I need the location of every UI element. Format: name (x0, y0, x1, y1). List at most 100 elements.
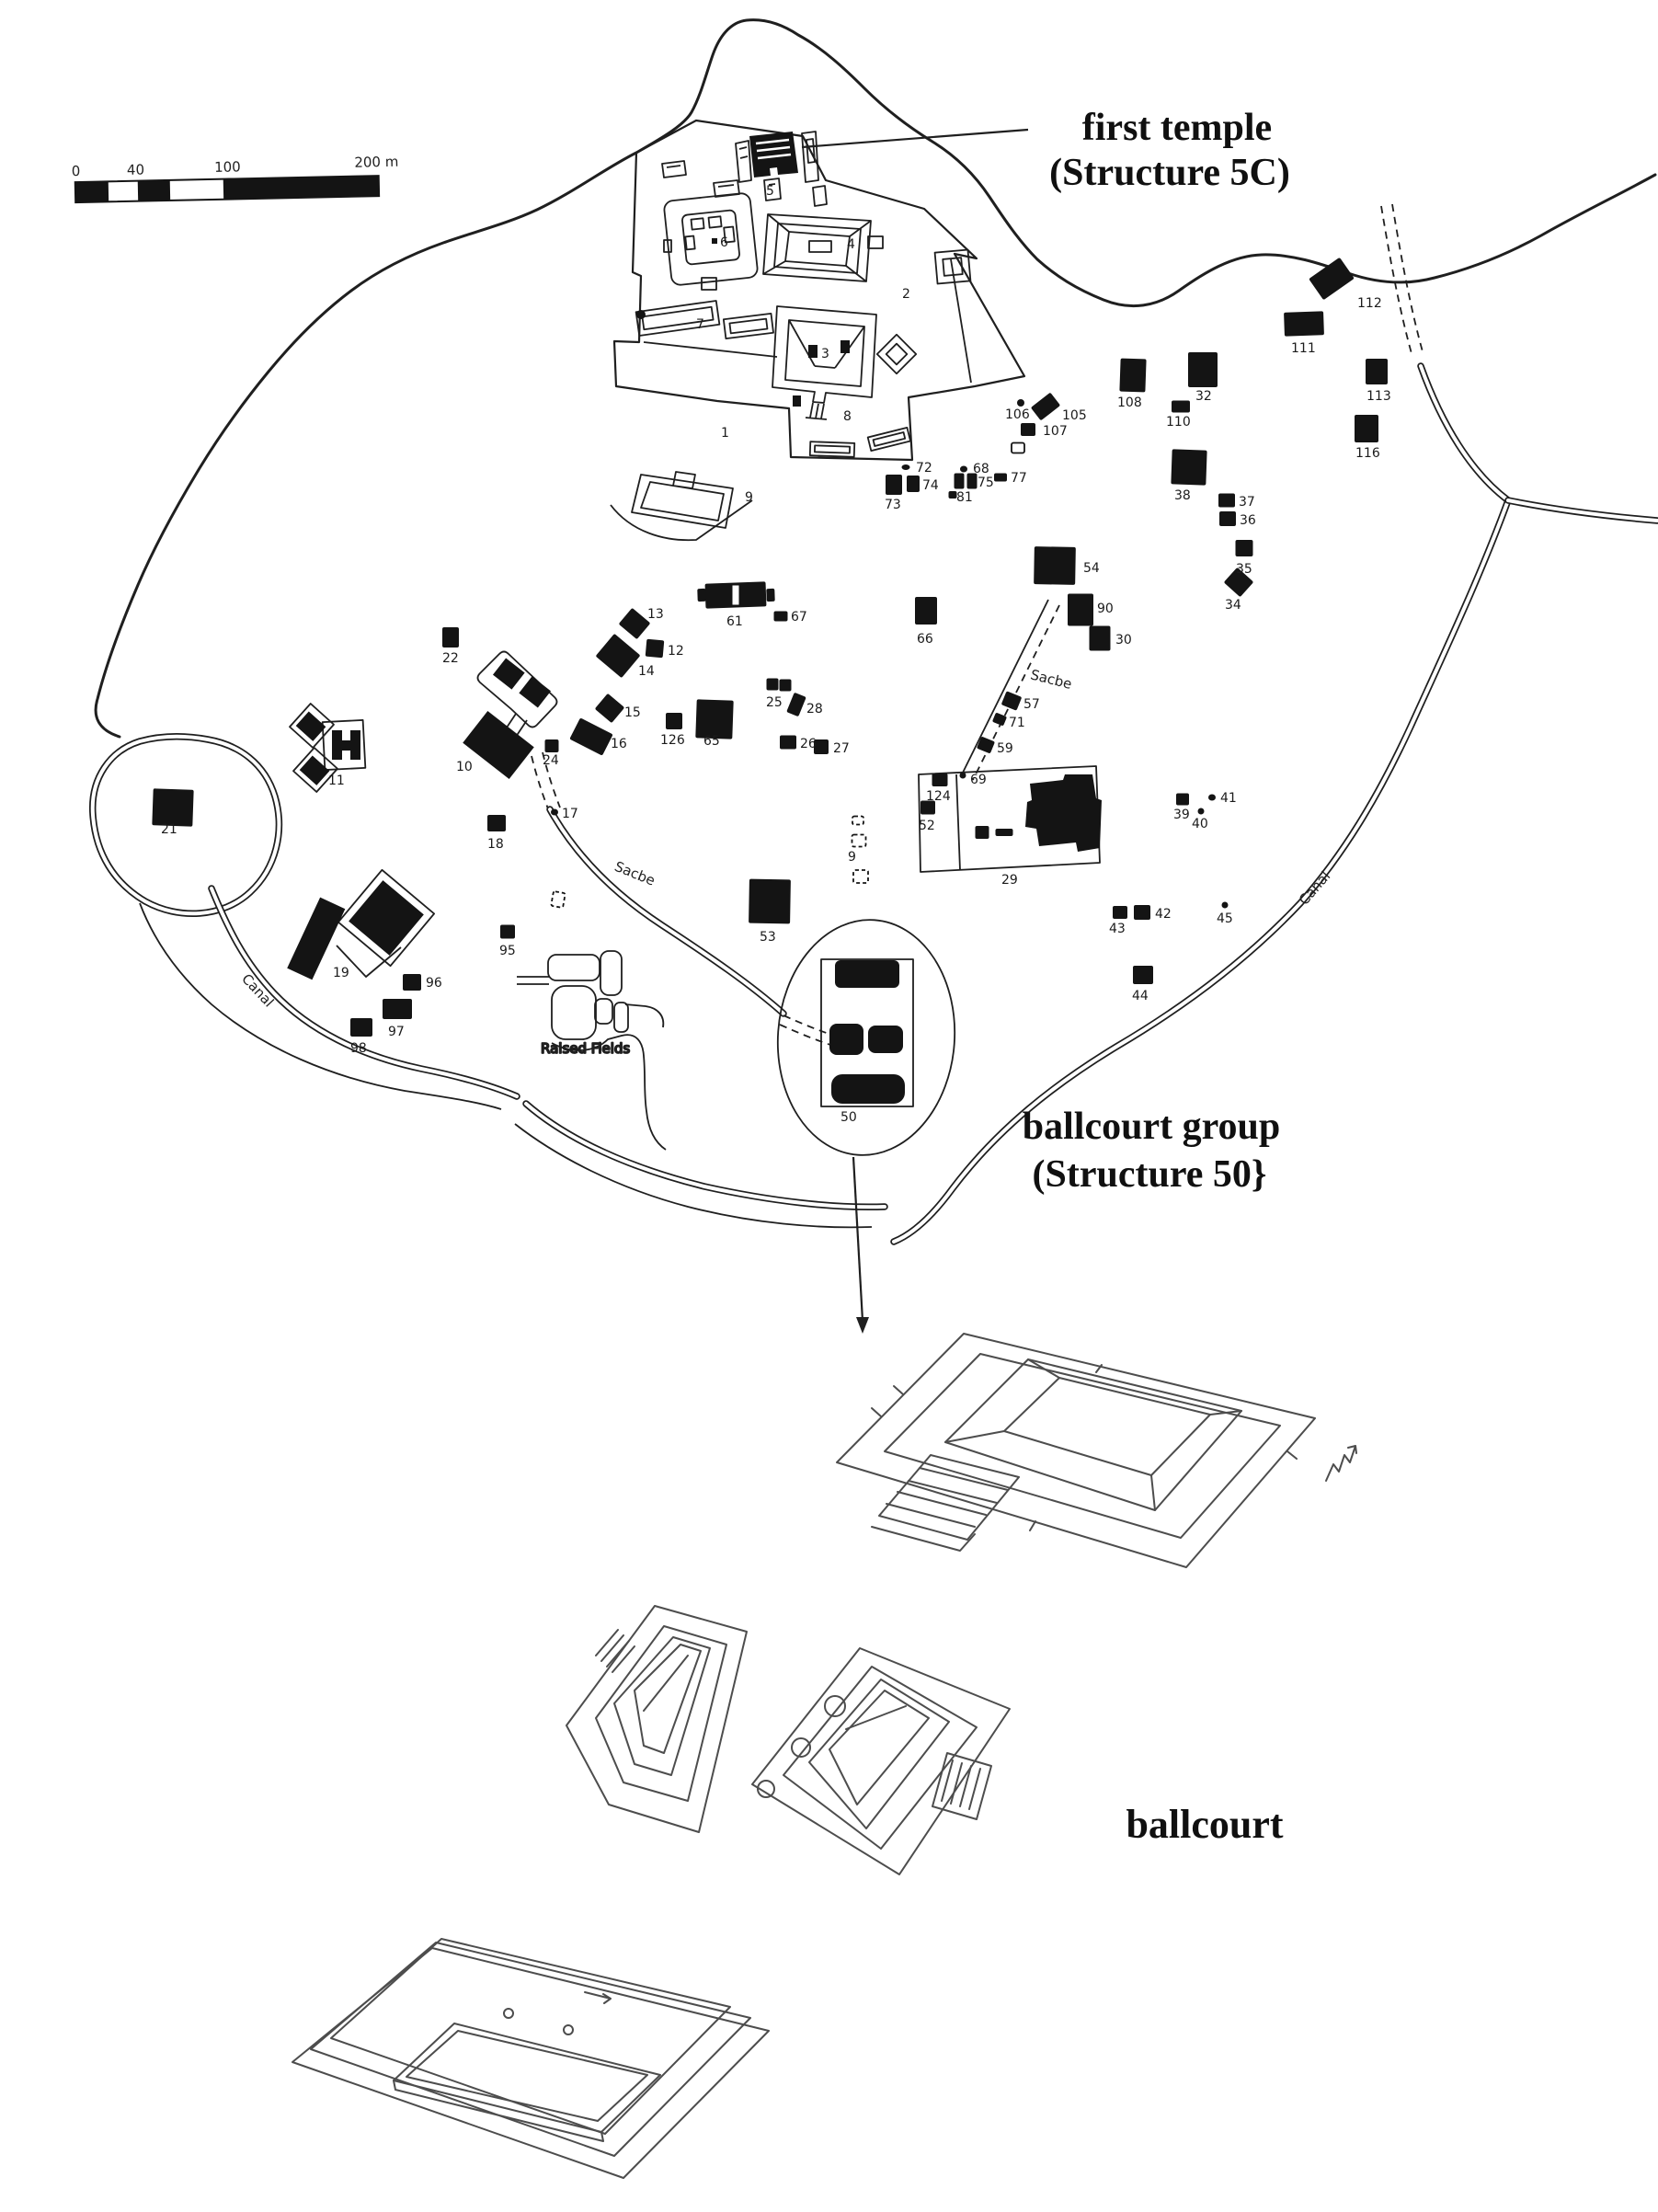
structure-71 (992, 713, 1007, 726)
structure-label-66: 66 (917, 632, 933, 647)
structure-105 (1031, 393, 1060, 420)
structure-116 (1355, 415, 1378, 442)
structure-label-124: 124 (926, 789, 951, 804)
structure-label-2: 2 (902, 287, 910, 302)
structure-label-38: 38 (1174, 488, 1191, 503)
shoreline-west (139, 902, 502, 1110)
structure-label-52: 52 (919, 819, 935, 833)
structure-label-106: 106 (1005, 407, 1030, 422)
structure-81 (948, 491, 957, 499)
structure-26 (780, 735, 796, 750)
structure-label-21: 21 (161, 822, 177, 837)
plaza-2-complex (610, 119, 1026, 542)
structure-label-113: 113 (1366, 389, 1391, 404)
structure-4-pyramid (762, 213, 884, 282)
sacbe-sw-label: Sacbe (612, 858, 657, 889)
isometric-ballcourt (566, 1605, 1011, 1875)
canal-south (526, 1104, 885, 1207)
structure-label-116: 116 (1355, 446, 1380, 461)
structure-28 (786, 693, 806, 716)
structure-52 (920, 800, 935, 815)
structure-108 (1119, 358, 1147, 393)
structure-97 (383, 999, 412, 1019)
structure-22 (442, 627, 459, 648)
structure-36 (1219, 511, 1236, 526)
shoreline-south (514, 1123, 873, 1229)
structure-label-12: 12 (668, 644, 684, 659)
sacbe-ne-label: Sacbe (1029, 666, 1074, 693)
structure-label-57: 57 (1023, 697, 1040, 712)
structure-mark (779, 679, 792, 692)
structure-14 (596, 634, 640, 678)
structure-9-building (610, 471, 753, 542)
structure-label-3: 3 (821, 347, 829, 361)
structure-label-40: 40 (1192, 817, 1208, 831)
ballcourt-group-label-line1: ballcourt group (1023, 1106, 1280, 1148)
structure-label-96: 96 (426, 976, 442, 991)
structure-label-15: 15 (624, 705, 641, 720)
structure-67 (773, 611, 788, 622)
arrow-to-temple-drawing (852, 1156, 869, 1334)
ballcourt-group-50 (776, 919, 956, 1156)
structure-mark (995, 829, 1013, 836)
structure-label-14: 14 (638, 664, 655, 679)
enclosure-29 (918, 765, 1102, 873)
structure-label-11: 11 (328, 774, 345, 788)
structure-label-65: 65 (703, 734, 720, 749)
raised-fields: Raised Fields (517, 950, 667, 1151)
ballcourt-group-label-line2: (Structure 50} (1033, 1153, 1267, 1196)
structure-10-complex (463, 650, 558, 780)
structure-74 (907, 476, 920, 492)
structure-label-43: 43 (1109, 922, 1126, 936)
structure-41 (1208, 794, 1216, 801)
structure-32 (1188, 352, 1218, 387)
canal-dashed-north (1380, 205, 1413, 358)
structure-112 (1309, 258, 1355, 300)
structure-label-30: 30 (1115, 633, 1132, 648)
structure-16 (569, 718, 613, 755)
structure-label-32: 32 (1195, 389, 1212, 404)
structure-39 (1176, 793, 1189, 806)
structure-5-temple (735, 131, 828, 207)
structure-label-16: 16 (611, 737, 627, 751)
structure-label-4: 4 (847, 237, 855, 252)
scale-bar-segment (137, 179, 171, 201)
structure-label-28: 28 (806, 702, 823, 716)
scale-tick-0: 0 (72, 163, 81, 179)
structure-30 (1089, 625, 1111, 651)
structure-95 (500, 924, 515, 939)
structure-mark (852, 815, 864, 826)
structure-label-35: 35 (1236, 562, 1252, 577)
structure-65 (695, 699, 734, 739)
structure-label-50: 50 (840, 1110, 857, 1125)
structure-label-9: 9 (745, 490, 753, 505)
structure-label-67: 67 (791, 610, 807, 625)
structure-label-53: 53 (760, 930, 776, 945)
structure-43 (1113, 906, 1127, 919)
structure-mark (975, 826, 989, 839)
structure-98 (350, 1018, 372, 1037)
structure-90 (1068, 593, 1093, 626)
canal-right-label: Canal (1296, 868, 1333, 909)
structure-111 (1284, 311, 1324, 337)
scale-tick-200m: 200 m (354, 154, 398, 171)
structure-42 (1134, 905, 1150, 920)
structure-12 (645, 638, 665, 659)
coastline (94, 18, 1657, 739)
ballcourt-marker (757, 1780, 775, 1798)
structure-ne-square (933, 248, 972, 285)
structure-label-26: 26 (800, 737, 817, 751)
scale-bar-segment (74, 181, 109, 203)
structure-label-27: 27 (833, 741, 850, 756)
structure-72 (901, 464, 910, 470)
structure-40 (1197, 808, 1205, 815)
structure-69 (959, 772, 966, 779)
raised-fields-label: Raised Fields (541, 1040, 630, 1057)
structure-label-95: 95 (499, 944, 516, 958)
structure-mark (851, 833, 867, 848)
structure-21 (152, 788, 194, 827)
structure-3-pyramid (772, 305, 877, 420)
structure-label-18: 18 (487, 837, 504, 852)
ballcourt-marker (824, 1695, 846, 1717)
